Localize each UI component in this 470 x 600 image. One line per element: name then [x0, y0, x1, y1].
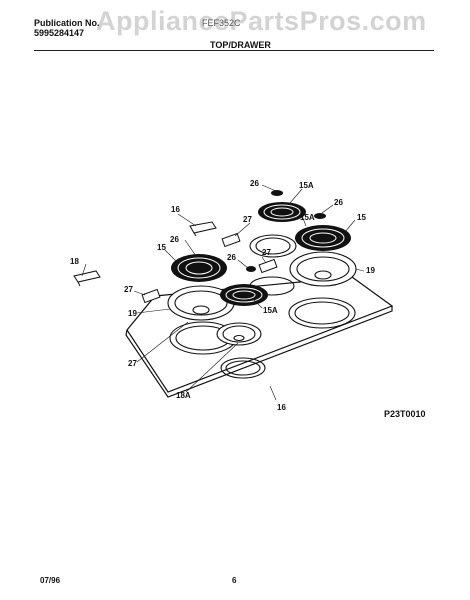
drawing-number: P23T0010 [384, 409, 426, 419]
label-15: 15 [157, 243, 166, 252]
leader-lines [81, 184, 365, 401]
label-15a: 15A [263, 306, 278, 315]
label-16: 16 [171, 205, 180, 214]
label-16: 16 [277, 403, 286, 412]
burner-well-front-right [220, 357, 266, 379]
bracket-upper [189, 221, 217, 237]
watermark-text: AppliancePartsPros.com [96, 6, 427, 36]
bracket-left [73, 270, 101, 287]
drip-bowl-left [167, 285, 235, 321]
label-19: 19 [128, 309, 137, 318]
drip-bowl-front [216, 322, 262, 346]
label-26: 26 [334, 198, 343, 207]
publication-number: 5995284147 [34, 28, 85, 38]
drip-bowl-right [289, 251, 357, 287]
section-title: TOP/DRAWER [210, 40, 271, 50]
header-rule [34, 50, 434, 51]
publication-label: Publication No. [34, 18, 100, 28]
drip-bowl-back [249, 234, 297, 258]
surface-element-front-small [220, 284, 268, 306]
surface-element-back-small [258, 202, 306, 222]
label-26: 26 [170, 235, 179, 244]
footer-date: 07/96 [40, 576, 61, 585]
label-15a: 15A [300, 213, 315, 222]
burner-well-back-right [288, 297, 356, 329]
label-19: 19 [366, 266, 375, 275]
surface-element-right-large [295, 225, 351, 251]
label-27: 27 [243, 215, 252, 224]
label-15: 15 [357, 213, 366, 222]
label-18: 18 [70, 257, 79, 266]
label-26: 26 [227, 253, 236, 262]
label-15a: 15A [299, 181, 314, 190]
footer-page-number: 6 [232, 576, 237, 585]
label-18a: 18A [176, 391, 191, 400]
part-26-ovals [246, 190, 326, 272]
surface-element-left-large [171, 254, 227, 282]
terminal-blocks [141, 232, 278, 304]
label-27: 27 [262, 248, 271, 257]
label-27: 27 [124, 285, 133, 294]
model-number: FEF352C [202, 18, 241, 28]
label-26: 26 [250, 179, 259, 188]
label-27: 27 [128, 359, 137, 368]
